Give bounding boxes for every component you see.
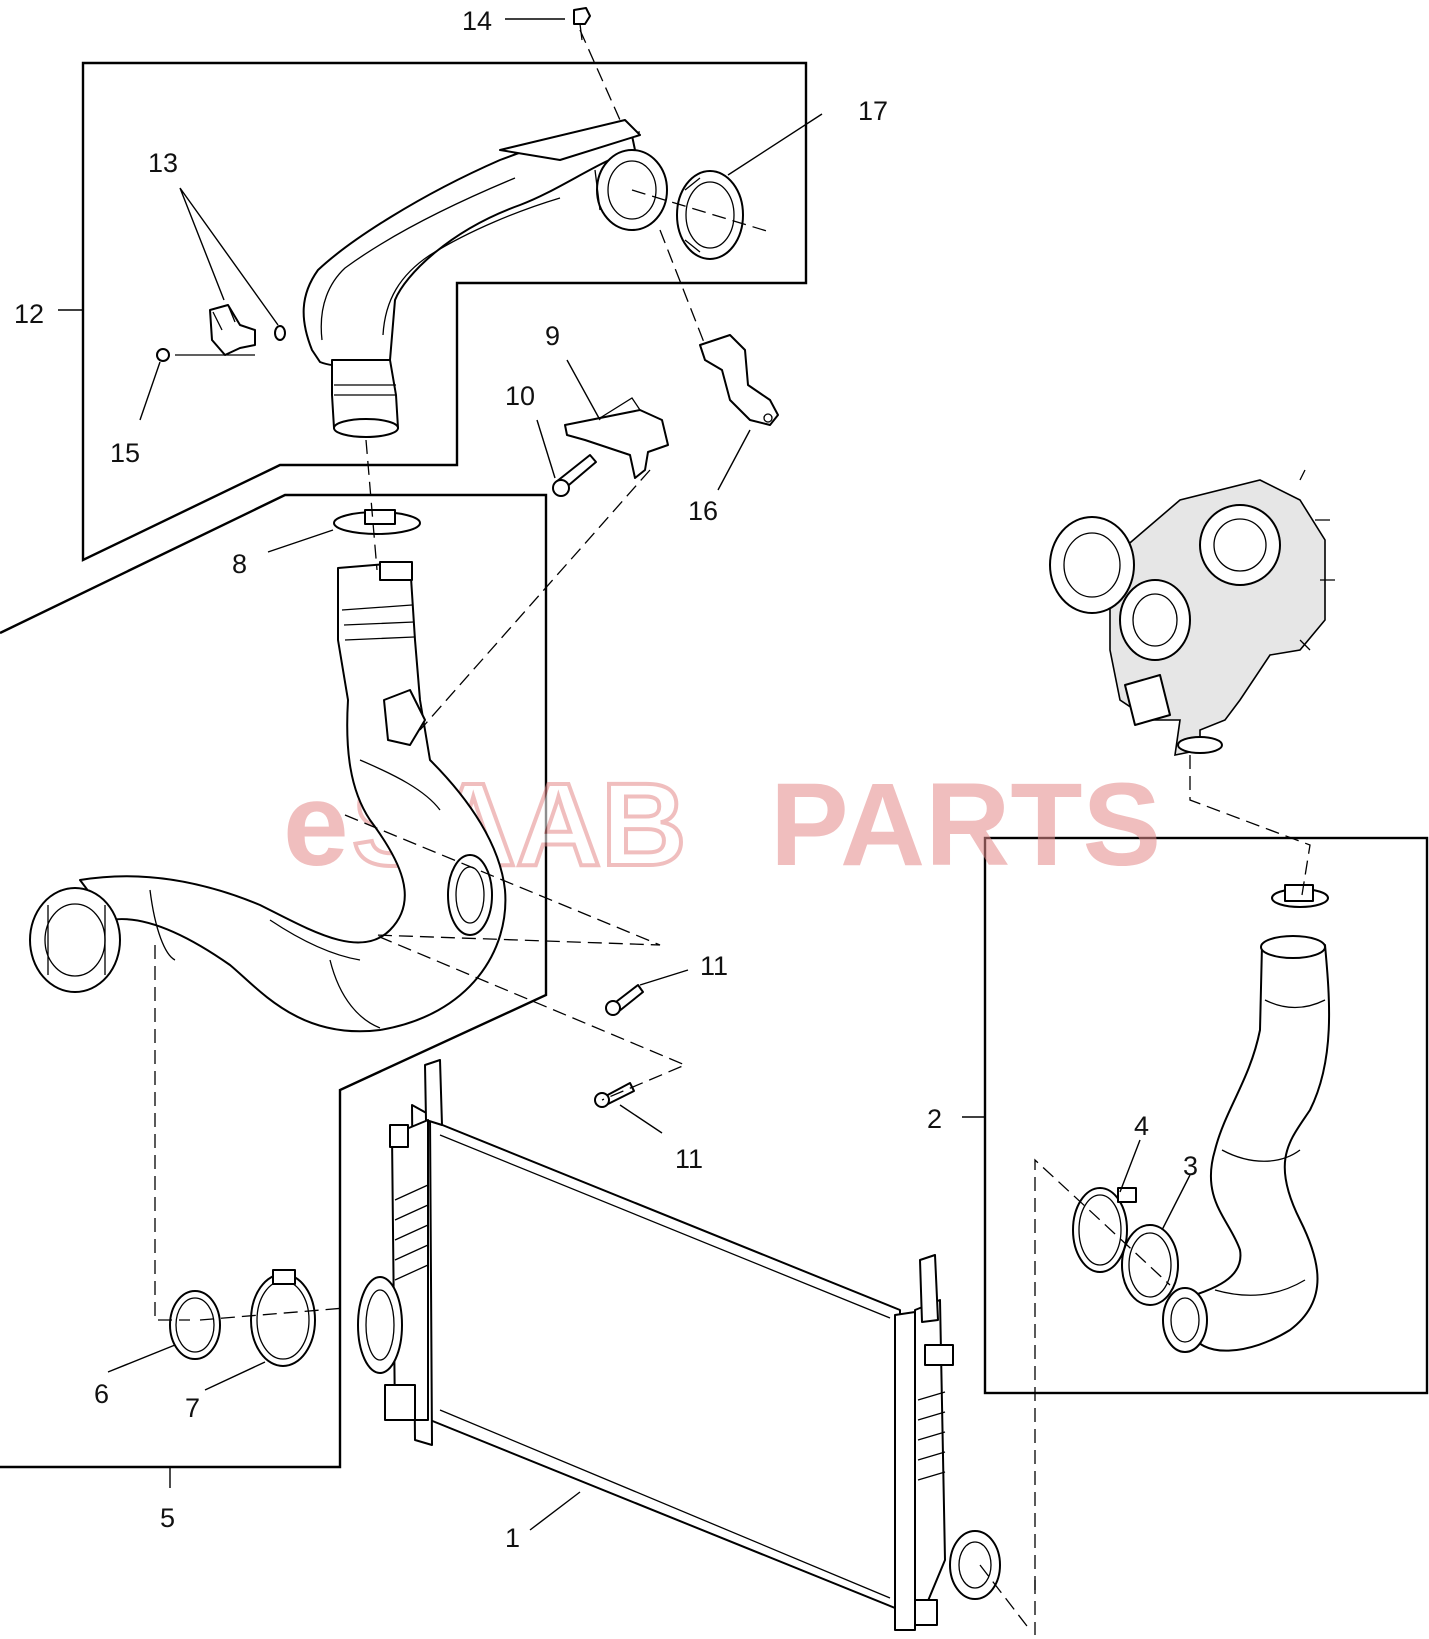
turbocharger	[1049, 469, 1335, 757]
group-box-12	[81, 61, 808, 562]
callout-16: 16	[688, 496, 718, 526]
group-box-5	[0, 493, 548, 1469]
bracket-9	[564, 397, 669, 479]
seal-ring	[676, 170, 744, 260]
callout-15: 14	[462, 6, 492, 36]
clamp-7	[250, 1269, 316, 1367]
watermark-suffix: PARTS	[770, 759, 1161, 891]
callout-3: 3	[1183, 1151, 1198, 1181]
callout-12: 12	[14, 299, 44, 329]
bracket-16	[699, 334, 779, 426]
pressure-sensor	[156, 304, 286, 362]
clamp-4	[1072, 1187, 1137, 1273]
turbo-hose	[1162, 884, 1331, 1353]
watermark-prefix: e	[283, 759, 349, 891]
callout-1: 1	[505, 1523, 520, 1553]
screw-11-upper	[605, 984, 644, 1016]
callout-6: 6	[94, 1379, 109, 1409]
clamp-8	[333, 509, 421, 535]
callout-13: 13	[148, 148, 178, 178]
screw-10	[552, 454, 597, 497]
seal-ring-6	[169, 1290, 221, 1360]
callout-7: 7	[185, 1393, 200, 1423]
leader-lines	[58, 18, 1191, 1531]
callout-2: 2	[927, 1104, 942, 1134]
callout-11-upper: 11	[700, 951, 728, 981]
callout-9: 9	[545, 321, 560, 351]
callout-5: 5	[160, 1503, 175, 1533]
seal-ring-3	[1121, 1224, 1179, 1306]
bolt-15	[573, 7, 591, 41]
intake-pipe	[302, 119, 668, 438]
assembly-lines	[154, 29, 1311, 1635]
charge-hose	[29, 561, 507, 1033]
callout-8: 8	[232, 549, 247, 579]
group-box-2	[983, 836, 1429, 1395]
callout-11-lower: 11	[675, 1144, 703, 1174]
callout-labels: 14 17 13 12 15 9 10 16 8 11 11 2 4 3 6 7…	[14, 6, 1198, 1553]
callout-10: 10	[505, 381, 535, 411]
callout-14: 15	[110, 438, 140, 468]
callout-17: 17	[858, 96, 888, 126]
intercooler	[357, 1059, 1001, 1631]
callout-4: 4	[1134, 1111, 1149, 1141]
